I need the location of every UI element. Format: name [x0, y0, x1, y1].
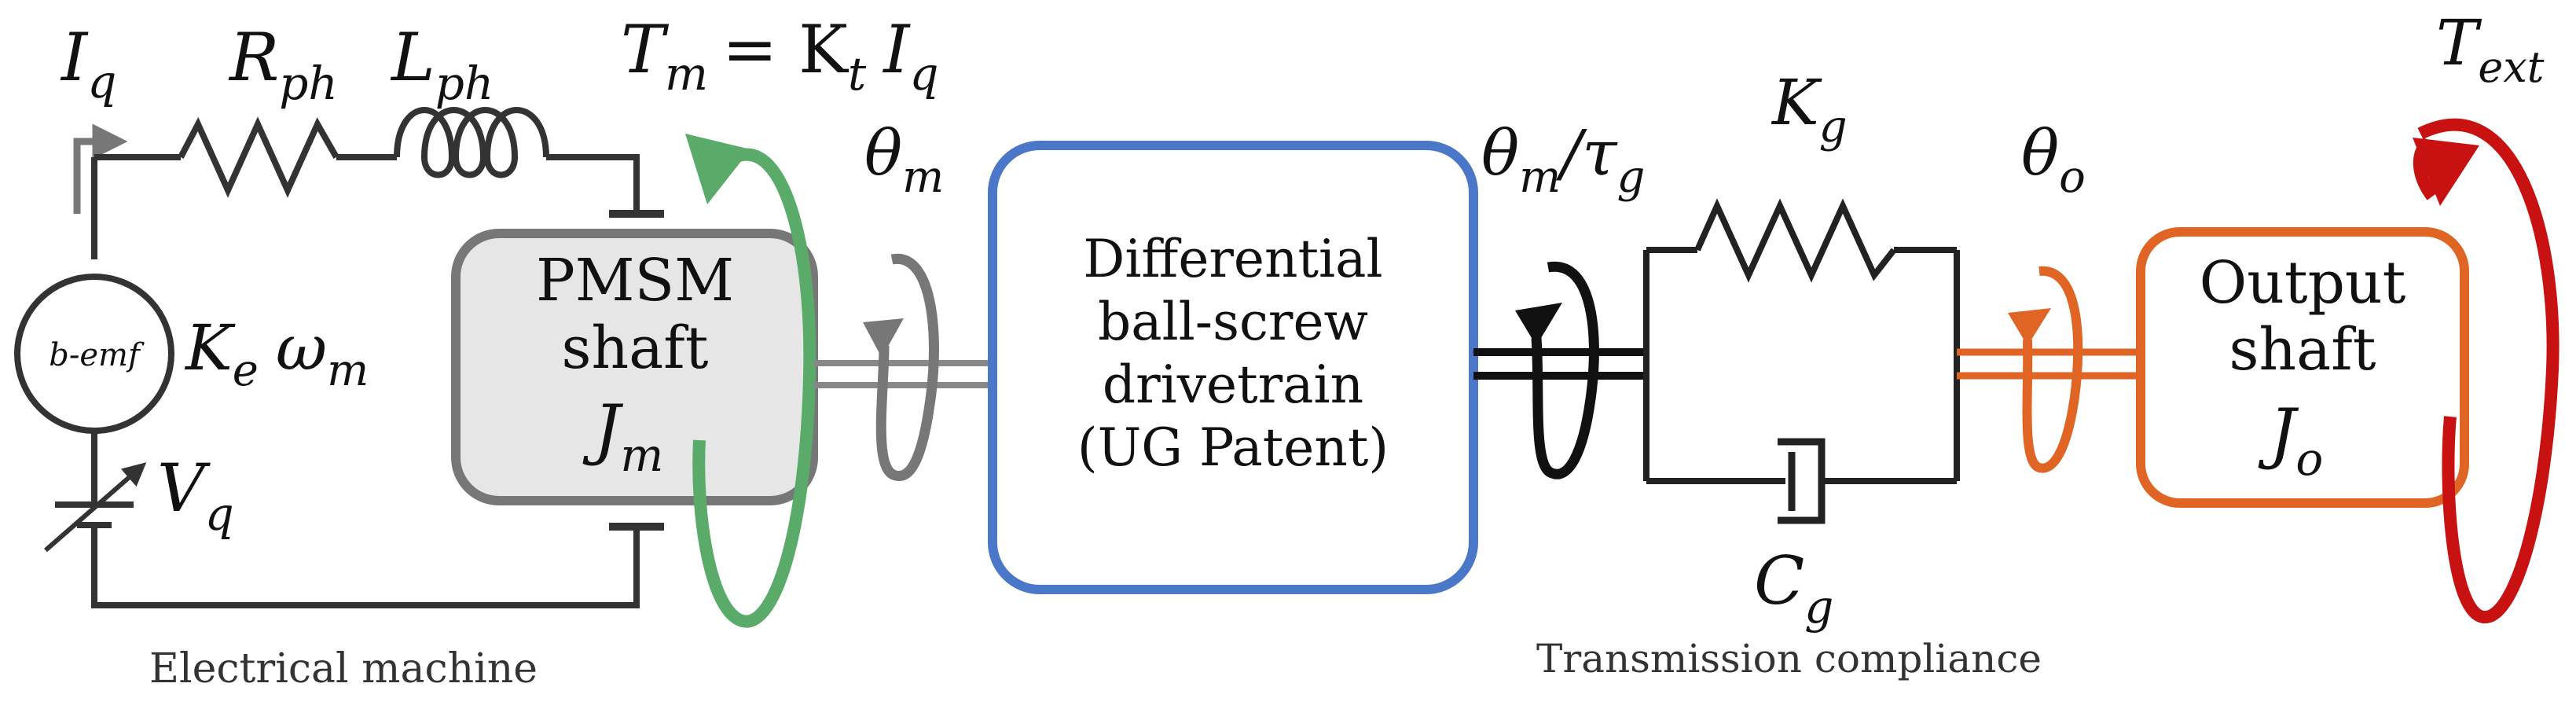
output-title-line1: Output: [2200, 249, 2406, 317]
bemf-circle-label: b-emf: [49, 337, 145, 373]
transmission-rotation-arrow: [1515, 261, 1599, 479]
current-arrow: [73, 123, 128, 214]
spring-label: Kg: [1771, 66, 1848, 152]
caption-transmission: Transmission compliance: [1536, 636, 2042, 681]
theta-o-label: θo: [2021, 116, 2086, 203]
output-title-line2: shaft: [2229, 316, 2376, 384]
motor-torque-arrowhead: [685, 134, 750, 204]
resistor-label: Rph: [228, 19, 338, 110]
resistor-symbol: [178, 116, 339, 198]
voltage-label: Vq: [157, 450, 234, 541]
electrical-circuit: [14, 107, 664, 608]
ratio-label: θm/τg: [1481, 116, 1645, 203]
theta-m-label: θm: [864, 116, 944, 203]
motor-shaft: [813, 360, 992, 388]
spring-symbol: [1694, 198, 1897, 283]
motor-rotation-arrow: [863, 253, 939, 481]
pmsm-title-line1: PMSM: [536, 247, 734, 314]
wire-bottom: [91, 525, 640, 608]
pmsm-title-line2: shaft: [562, 314, 709, 382]
drivetrain-box: [988, 141, 1478, 594]
drivetrain-line1: Differential: [1083, 229, 1382, 289]
output-shaft-line: [1957, 348, 2141, 380]
external-torque-label: Text: [2436, 6, 2545, 92]
motor-torque-arrow: [685, 134, 816, 628]
external-torque-arrow: [2413, 118, 2559, 624]
output-rotation-arrow: [2008, 266, 2083, 473]
drivetrain-line3: drivetrain: [1103, 354, 1363, 415]
output-box: [2136, 227, 2469, 508]
damper-label: Cg: [1754, 542, 1833, 634]
inductor-label: Lph: [390, 19, 494, 110]
current-label: Iq: [60, 19, 116, 108]
inductor-symbol: [394, 107, 549, 178]
wire-top-right: [546, 154, 640, 212]
caption-electrical: Electrical machine: [149, 645, 538, 692]
compliance-network: [1643, 198, 1960, 524]
drivetrain-line2: ball-screw: [1098, 292, 1368, 352]
external-torque-arrowhead: [2413, 138, 2479, 206]
drivetrain-output-shaft: [1473, 348, 1646, 380]
battery-variable-arrow: [44, 462, 147, 553]
drivetrain-line4: (UG Patent): [1077, 417, 1389, 478]
